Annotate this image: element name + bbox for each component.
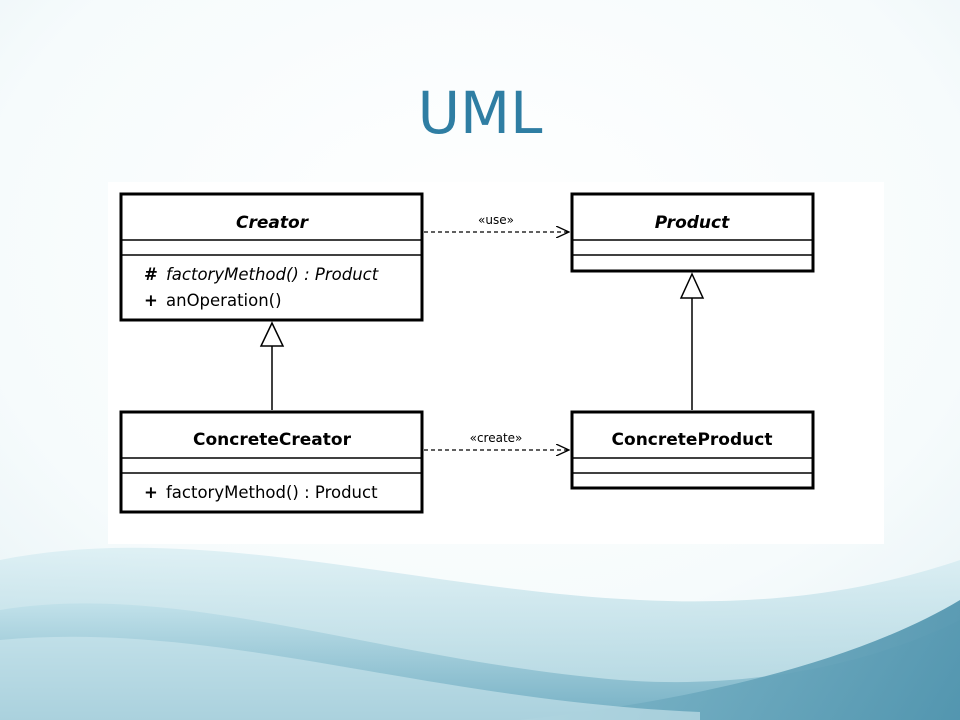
creator-op2-visibility: +: [144, 291, 158, 310]
class-product-name: Product: [655, 213, 730, 233]
class-product[interactable]: Product: [570, 192, 815, 273]
slide-title: UML: [417, 79, 543, 147]
dependency-use-label: «use»: [478, 213, 514, 227]
dependency-create-arrow: «create»: [424, 431, 569, 450]
uml-class-diagram: Creator # factoryMethod() : Product + an…: [119, 192, 815, 514]
class-creator[interactable]: Creator # factoryMethod() : Product + an…: [119, 192, 424, 322]
dependency-create-label: «create»: [470, 431, 523, 445]
concrete-creator-op1-text: factoryMethod() : Product: [166, 483, 378, 502]
creator-op1-visibility: #: [144, 265, 158, 284]
uml-diagram-panel: Creator # factoryMethod() : Product + an…: [108, 182, 884, 544]
generalization-product-arrow: [679, 272, 705, 410]
generalization-creator-arrow: [259, 321, 285, 410]
class-concrete-product-name: ConcreteProduct: [612, 430, 773, 450]
class-concrete-creator-name: ConcreteCreator: [193, 430, 352, 450]
creator-op2-text: anOperation(): [166, 291, 282, 310]
class-concrete-creator[interactable]: ConcreteCreator + factoryMethod() : Prod…: [119, 410, 424, 514]
dependency-use-arrow: «use»: [424, 213, 569, 232]
creator-op1-text: factoryMethod() : Product: [166, 265, 379, 284]
class-concrete-product[interactable]: ConcreteProduct: [570, 410, 815, 490]
concrete-creator-op1-visibility: +: [144, 483, 158, 502]
class-creator-name: Creator: [236, 213, 310, 233]
